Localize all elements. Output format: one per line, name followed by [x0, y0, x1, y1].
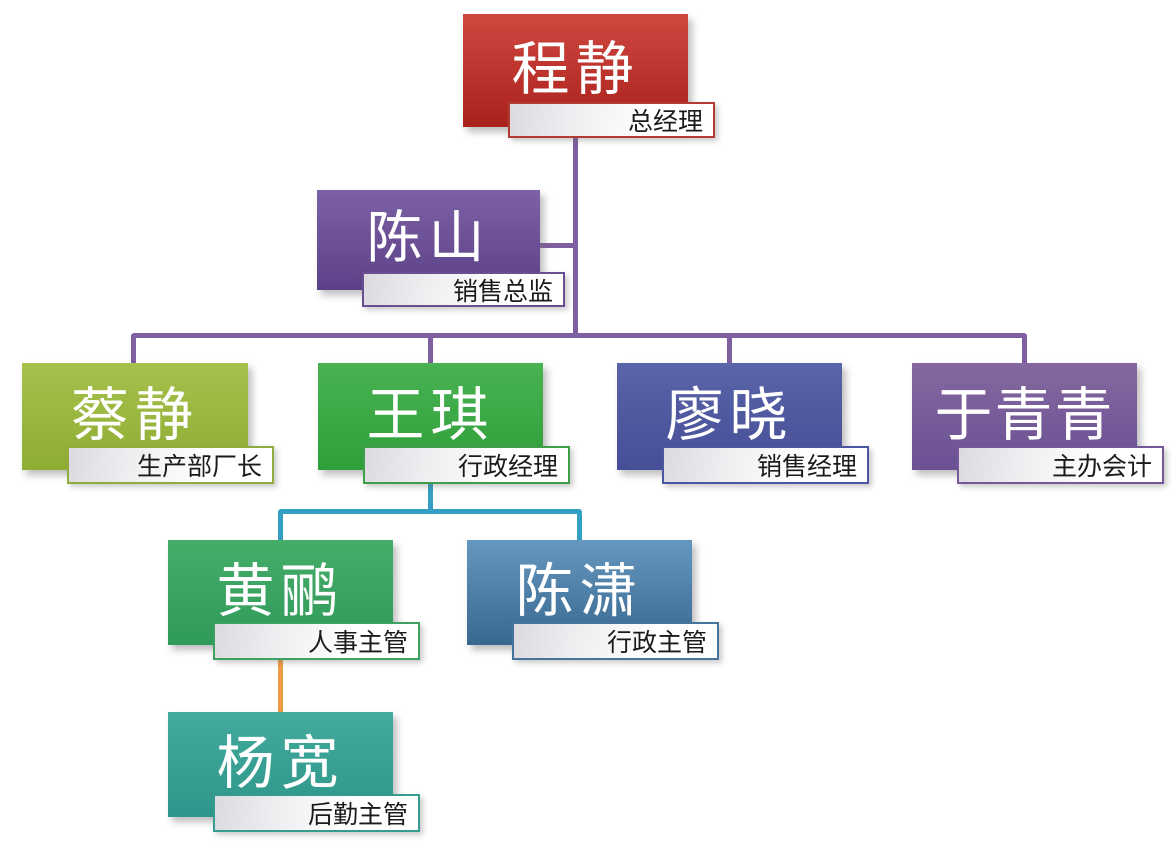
connector-level2-horizontal	[278, 509, 582, 514]
org-node-yangkuan-title[interactable]: 后勤主管	[213, 794, 420, 832]
node-title: 总经理	[627, 107, 703, 136]
node-name: 于青青	[934, 380, 1115, 449]
connector-level1-horizontal	[131, 333, 1027, 338]
node-name: 黄鹂	[216, 556, 345, 625]
connector-drop-huangli	[278, 511, 283, 540]
connector-assistant-stub	[538, 243, 578, 248]
node-title: 行政主管	[606, 628, 707, 657]
node-name: 陈潇	[515, 556, 644, 625]
connector-root-vertical	[573, 138, 578, 334]
connector-drop-chenxiao	[577, 511, 582, 540]
org-node-chenxiao-title[interactable]: 行政主管	[512, 622, 719, 660]
node-title: 人事主管	[307, 628, 408, 657]
node-name: 王琪	[366, 380, 495, 449]
connector-wangqi-vertical	[428, 484, 433, 511]
connector-drop-liaoxiao	[727, 335, 732, 363]
node-name: 廖晓	[665, 380, 794, 449]
node-name: 陈山	[366, 205, 491, 271]
org-node-chenshan-title[interactable]: 销售总监	[362, 272, 565, 307]
connector-drop-wangqi	[428, 335, 433, 363]
node-title: 行政经理	[457, 452, 558, 481]
connector-drop-caijing	[131, 335, 136, 363]
connector-drop-yuqingqing	[1022, 335, 1027, 363]
connector-huangli-yangkuan	[278, 660, 283, 712]
org-node-caijing-title[interactable]: 生产部厂长	[67, 446, 274, 484]
node-title: 主办会计	[1051, 452, 1152, 481]
node-name: 蔡静	[70, 380, 199, 449]
node-title: 销售经理	[756, 452, 857, 481]
org-node-yuqingqing-title[interactable]: 主办会计	[957, 446, 1164, 484]
node-title: 销售总监	[452, 276, 553, 306]
org-node-chengjing-title[interactable]: 总经理	[508, 102, 715, 138]
org-node-liaoxiao-title[interactable]: 销售经理	[662, 446, 869, 484]
org-node-wangqi[interactable]: 王琪	[318, 363, 543, 470]
node-title: 生产部厂长	[136, 452, 262, 481]
org-node-wangqi-title[interactable]: 行政经理	[363, 446, 570, 484]
org-node-huangli-title[interactable]: 人事主管	[213, 622, 420, 660]
node-name: 杨宽	[216, 728, 345, 797]
node-title: 后勤主管	[307, 800, 408, 829]
node-name: 程静	[511, 34, 640, 103]
